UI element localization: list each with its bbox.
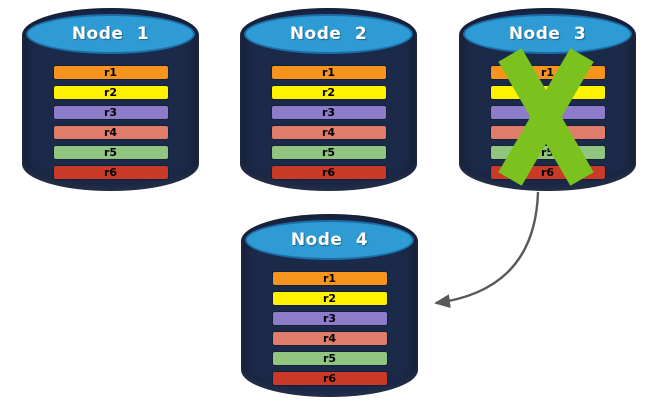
row-label: r3: [321, 106, 336, 119]
row-label: r6: [540, 166, 555, 179]
row-label: r3: [103, 106, 118, 119]
cylinder-top: Node 1: [26, 14, 195, 54]
row-label: r1: [322, 272, 337, 285]
row-label: r4: [103, 126, 118, 139]
cylinder-top: Node 2: [244, 14, 413, 54]
node-4-row-stack: r1 r2 r3 r4 r5 r6: [271, 271, 388, 391]
node-1-label: Node 1: [71, 24, 150, 44]
cylinder-top: Node 4: [245, 220, 414, 260]
row-label: r1: [103, 66, 118, 79]
row-r2: r2: [271, 291, 388, 306]
row-r1: r1: [270, 65, 387, 80]
row-r3: r3: [52, 105, 169, 120]
row-label: r4: [321, 126, 336, 139]
node-2: Node 2 r1 r2 r3 r4 r5 r6: [240, 5, 417, 192]
row-label: r5: [103, 146, 118, 159]
row-label: r4: [322, 332, 337, 345]
row-r4: r4: [52, 125, 169, 140]
row-r1: r1: [271, 271, 388, 286]
node-1: Node 1 r1 r2 r3 r4 r5 r6: [22, 5, 199, 192]
row-label: r5: [322, 352, 337, 365]
row-label: r6: [322, 372, 337, 385]
node-2-row-stack: r1 r2 r3 r4 r5 r6: [270, 65, 387, 185]
row-r6: r6: [52, 165, 169, 180]
row-label: r3: [322, 312, 337, 325]
node-3-label: Node 3: [508, 24, 587, 44]
row-r4: r4: [271, 331, 388, 346]
node-2-label: Node 2: [289, 24, 368, 44]
row-label: r5: [540, 146, 555, 159]
failure-x-icon: [498, 48, 594, 186]
row-label: r2: [103, 86, 118, 99]
row-r5: r5: [270, 145, 387, 160]
row-r3: r3: [270, 105, 387, 120]
row-r5: r5: [52, 145, 169, 160]
node-4: Node 4 r1 r2 r3 r4 r5 r6: [241, 211, 418, 398]
row-r5: r5: [271, 351, 388, 366]
row-r6: r6: [270, 165, 387, 180]
cylinder-top: Node 3: [463, 14, 632, 54]
row-r1: r1: [52, 65, 169, 80]
node-3-failed: Node 3 r1 r2 r3 r4 r5 r6: [459, 5, 636, 192]
row-r2: r2: [52, 85, 169, 100]
row-r2: r2: [270, 85, 387, 100]
row-label: r5: [321, 146, 336, 159]
row-label: r1: [540, 66, 555, 79]
row-r4: r4: [270, 125, 387, 140]
row-label: r6: [321, 166, 336, 179]
row-label: r1: [321, 66, 336, 79]
node-4-label: Node 4: [290, 230, 369, 250]
row-r3: r3: [271, 311, 388, 326]
row-label: r2: [322, 292, 337, 305]
row-r6: r6: [271, 371, 388, 386]
node-1-row-stack: r1 r2 r3 r4 r5 r6: [52, 65, 169, 185]
row-label: r2: [321, 86, 336, 99]
row-label: r6: [103, 166, 118, 179]
